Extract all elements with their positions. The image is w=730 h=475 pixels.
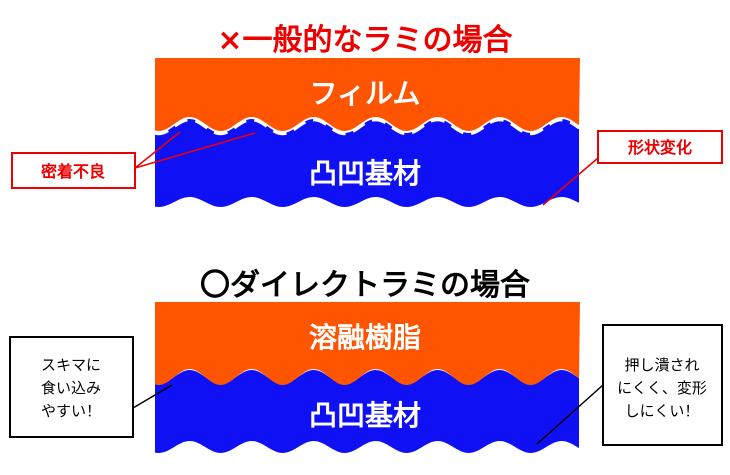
bottom-substrate-layer	[155, 370, 579, 453]
bottom-substrate-label: 凸凹基材	[309, 399, 421, 432]
top-film-layer	[155, 58, 580, 131]
callout-deformation-text: 形状変化	[628, 138, 692, 157]
adhesion-gap-line	[154, 118, 580, 136]
callout-fills-gaps-line: スキマに	[41, 356, 101, 374]
callout-line	[134, 132, 256, 169]
callout-fills-gaps-line: 食い込み	[41, 379, 101, 397]
callout-box-deformation	[597, 130, 723, 164]
top-substrate-label: 凸凹基材	[309, 157, 421, 190]
callout-adhesion-text: 密着不良	[40, 162, 105, 181]
callout-box-resists-deformation	[602, 324, 723, 446]
resin-label: 溶融樹脂	[309, 321, 421, 354]
molten-resin-layer	[155, 302, 580, 385]
bottom-title: 〇ダイレクトラミの場合	[200, 268, 530, 303]
film-label: フィルム	[310, 77, 421, 110]
top-substrate-layer	[155, 119, 579, 207]
callout-box-fills-gaps	[9, 336, 134, 438]
callout-box-adhesion	[11, 152, 136, 189]
top-title: ×一般的なラミの場合	[217, 23, 512, 58]
callout-resists-line: にくく、変形	[617, 379, 707, 397]
callout-line	[536, 384, 604, 445]
callout-line	[132, 384, 173, 409]
callout-resists-line: 押し潰され	[624, 356, 699, 374]
callout-fills-gaps-line: やすい！	[41, 402, 101, 420]
callout-resists-line: しにくい！	[625, 402, 700, 420]
callout-line	[542, 157, 599, 206]
callout-line	[134, 131, 181, 169]
